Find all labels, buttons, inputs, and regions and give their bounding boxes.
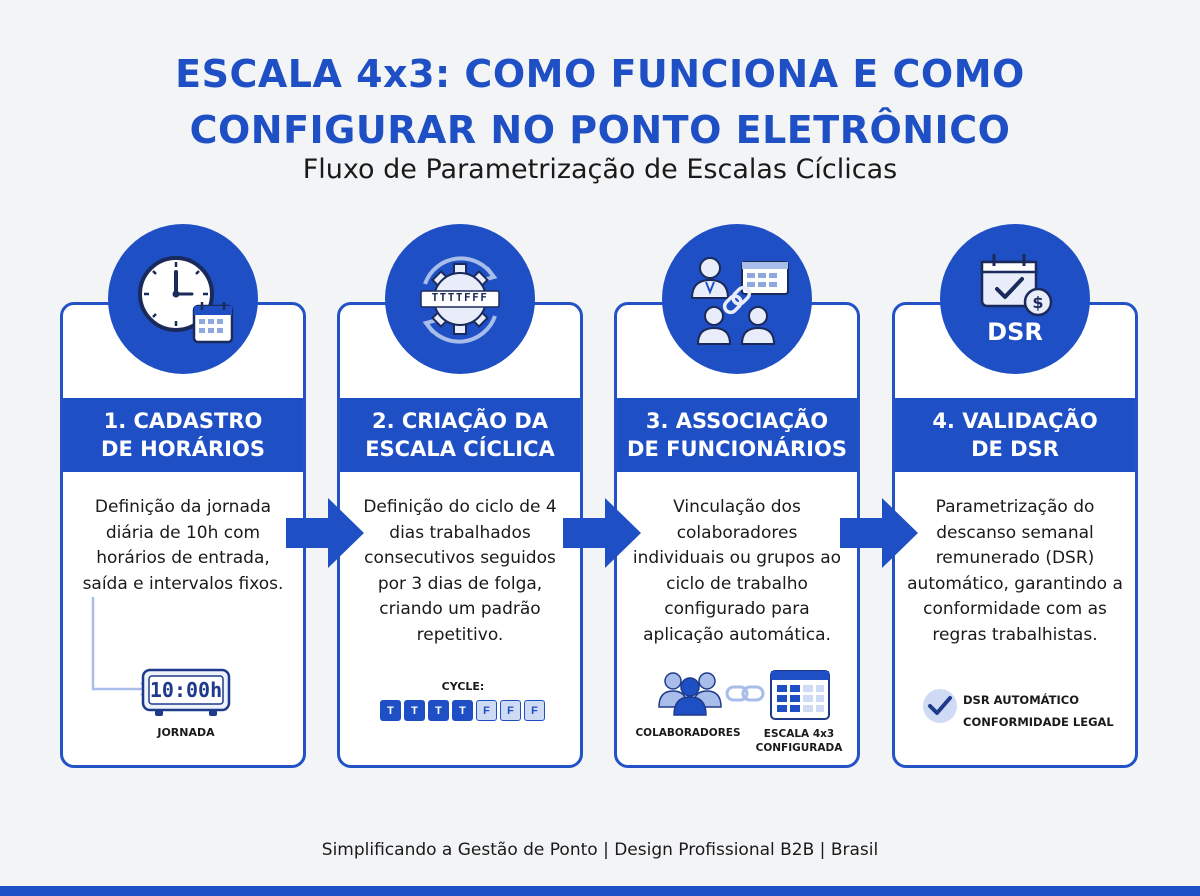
clock-calendar-icon [108, 224, 258, 374]
cycle-label: CYCLE: [441, 680, 485, 693]
cycle-day-6: F [500, 700, 521, 721]
step-title-2-line2: ESCALA CÍCLICA [365, 437, 555, 461]
dsr-check-line1: DSR AUTOMÁTICO [963, 693, 1079, 707]
arrow-right-icon [840, 498, 918, 568]
cycle-day-3: T [428, 700, 449, 721]
check-circle-icon [923, 689, 957, 723]
step-description-4: Parametrização do descanso semanal remun… [907, 497, 1123, 645]
digital-clock-icon: 10:00h [141, 668, 231, 718]
calendar-check-dollar-icon: $ DSR [940, 224, 1090, 374]
step-description-3: Vinculação dos colaboradores individuais… [632, 497, 842, 645]
people-link-icon [662, 224, 812, 374]
cycle-day-5: F [476, 700, 497, 721]
title-line-1: ESCALA 4x3: COMO FUNCIONA E COMO [175, 52, 1025, 96]
step-title-2: 2. CRIAÇÃO DA ESCALA CÍCLICA [340, 398, 580, 472]
schedule-grid-icon [770, 670, 830, 720]
escala-configurada-label: ESCALA 4x3 CONFIGURADA [747, 727, 851, 755]
svg-text:$: $ [1032, 293, 1043, 312]
step-title-1-line1: 1. CADASTRO [103, 409, 263, 433]
cycle-day-7: F [524, 700, 545, 721]
step-card-1: 1. CADASTRO DE HORÁRIOS Definição da jor… [60, 302, 306, 768]
arrow-right-icon [286, 498, 364, 568]
cycle-day-1: T [380, 700, 401, 721]
step-card-4: 4. VALIDAÇÃO DE DSR Parametrização do de… [892, 302, 1138, 768]
gear-cycle-icon: TTTTFFF [385, 224, 535, 374]
dsr-check-labels: DSR AUTOMÁTICO CONFORMIDADE LEGAL [963, 689, 1133, 733]
step-title-3-line1: 3. ASSOCIAÇÃO [645, 409, 829, 433]
step-description-1: Definição da jornada diária de 10h com h… [82, 497, 284, 594]
gear-cycle-text: TTTTFFF [431, 291, 489, 304]
clock-display: 10:00h [149, 678, 223, 702]
link-icon [725, 685, 765, 702]
step-title-4-line1: 4. VALIDAÇÃO [932, 409, 1098, 433]
step-title-3: 3. ASSOCIAÇÃO DE FUNCIONÁRIOS [617, 398, 857, 472]
people-group-icon [658, 672, 722, 716]
footer-bar [0, 886, 1200, 896]
page-title: ESCALA 4x3: COMO FUNCIONA E COMO CONFIGU… [0, 46, 1200, 158]
step-title-1-line2: DE HORÁRIOS [101, 437, 265, 461]
escala-label-line1: ESCALA 4x3 [763, 728, 835, 740]
step-title-4: 4. VALIDAÇÃO DE DSR [895, 398, 1135, 472]
cycle-day-2: T [404, 700, 425, 721]
footer-text: Simplificando a Gestão de Ponto | Design… [321, 840, 879, 860]
dsr-check-line2: CONFORMIDADE LEGAL [963, 715, 1114, 729]
step-card-3: 3. ASSOCIAÇÃO DE FUNCIONÁRIOS Vinculação… [614, 302, 860, 768]
cycle-day-4: T [452, 700, 473, 721]
title-line-2: CONFIGURAR NO PONTO ELETRÔNICO [189, 108, 1011, 152]
jornada-label: JORNADA [157, 726, 215, 739]
step-title-3-line2: DE FUNCIONÁRIOS [627, 437, 847, 461]
step-card-2: 2. CRIAÇÃO DA ESCALA CÍCLICA Definição d… [337, 302, 583, 768]
step-title-1: 1. CADASTRO DE HORÁRIOS [63, 398, 303, 472]
arrow-right-icon [563, 498, 641, 568]
colaboradores-label: COLABORADORES [635, 727, 741, 739]
page-subtitle: Fluxo de Parametrização de Escalas Cícli… [302, 154, 898, 185]
dsr-icon-text: DSR [987, 318, 1043, 346]
step-title-2-line1: 2. CRIAÇÃO DA [371, 409, 549, 433]
step-title-4-line2: DE DSR [971, 437, 1059, 461]
step-description-2: Definição do ciclo de 4 dias trabalhados… [363, 497, 557, 645]
escala-label-line2: CONFIGURADA [755, 742, 843, 754]
